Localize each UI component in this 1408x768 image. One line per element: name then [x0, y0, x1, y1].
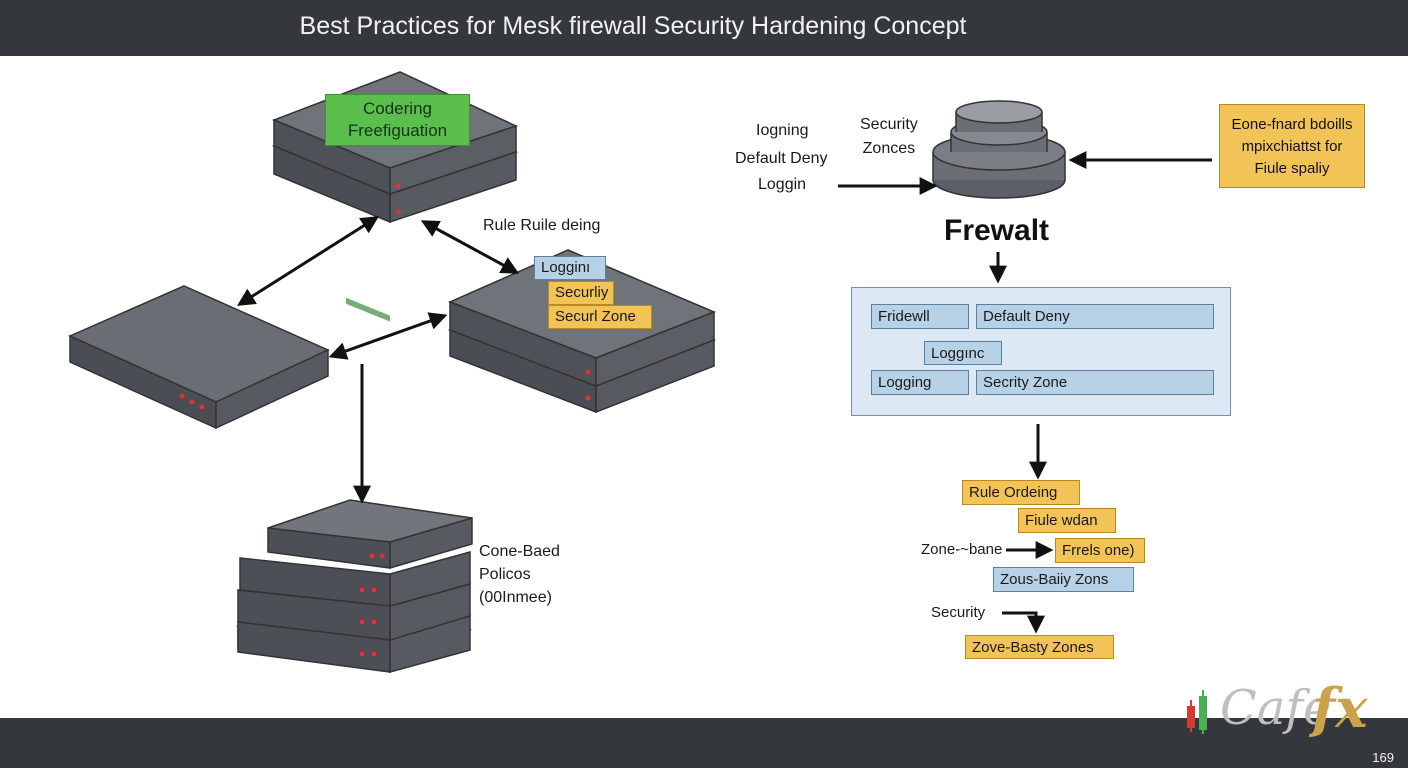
configuration-badge: Codering Freefiguation: [325, 94, 470, 146]
panel-firewall-cell: Fridewll: [871, 304, 969, 329]
rule-ordering-box: Rule Ordeing: [962, 480, 1080, 505]
security-tag: Securliy: [548, 281, 614, 305]
panel-security-zone-cell: Secrity Zone: [976, 370, 1214, 395]
logging-label-1: Iogning: [756, 122, 809, 139]
footer-bar: [0, 718, 1408, 768]
title-bar: [0, 0, 1408, 56]
zone-based-policies-label: Cone-Baed Policos (00Inmee): [479, 543, 560, 606]
security-zones-cylinder: [932, 100, 1066, 199]
logging-tag: Logginı: [534, 256, 606, 280]
logo-accent: fx: [1312, 676, 1368, 740]
cafefx-logo: Cafe fx: [1184, 676, 1384, 746]
arrow-security-to-zove: [1002, 611, 1045, 634]
panel-default-deny-cell: Default Deny: [976, 304, 1214, 329]
security-flow-label: Security: [931, 604, 986, 621]
panel-logging-cell: Loggınc: [924, 341, 1002, 365]
default-deny-label: Default Deny: [735, 150, 828, 167]
firewall-heading: Frewalt: [944, 214, 1050, 247]
frrels-box: Frrels one): [1055, 538, 1145, 563]
zous-zones-box: Zous-Baiiy Zons: [993, 567, 1134, 592]
logo-text: Cafe: [1220, 680, 1332, 736]
server-stack-device: [235, 499, 473, 674]
arrow-top-to-right: [420, 220, 520, 274]
page-number: 169: [1372, 750, 1394, 765]
left-switch-device: [68, 285, 330, 430]
rule-ordering-label: Rule Ruile deing: [483, 217, 601, 234]
page-title: Best Practices for Mesk firewall Securit…: [299, 12, 967, 40]
security-zones-label: Security Zonces: [860, 116, 918, 157]
zone-rule-note: Eone-fnard bdoills mpixchiattst for Fiul…: [1219, 104, 1365, 188]
arrow-left-to-right: [328, 312, 448, 360]
security-zone-tag: Securl Zone: [548, 305, 652, 329]
fiule-wdan-box: Fiule wdan: [1018, 508, 1116, 533]
logging-label-2: Loggin: [758, 176, 807, 193]
zove-zones-box: Zove-Basty Zones: [965, 635, 1114, 659]
zone-base-label: Zone-~bane: [921, 541, 1003, 558]
candlestick-icon: [1187, 690, 1207, 734]
arrow-top-to-left: [236, 216, 380, 306]
panel-logging-row-cell: Logging: [871, 370, 969, 395]
